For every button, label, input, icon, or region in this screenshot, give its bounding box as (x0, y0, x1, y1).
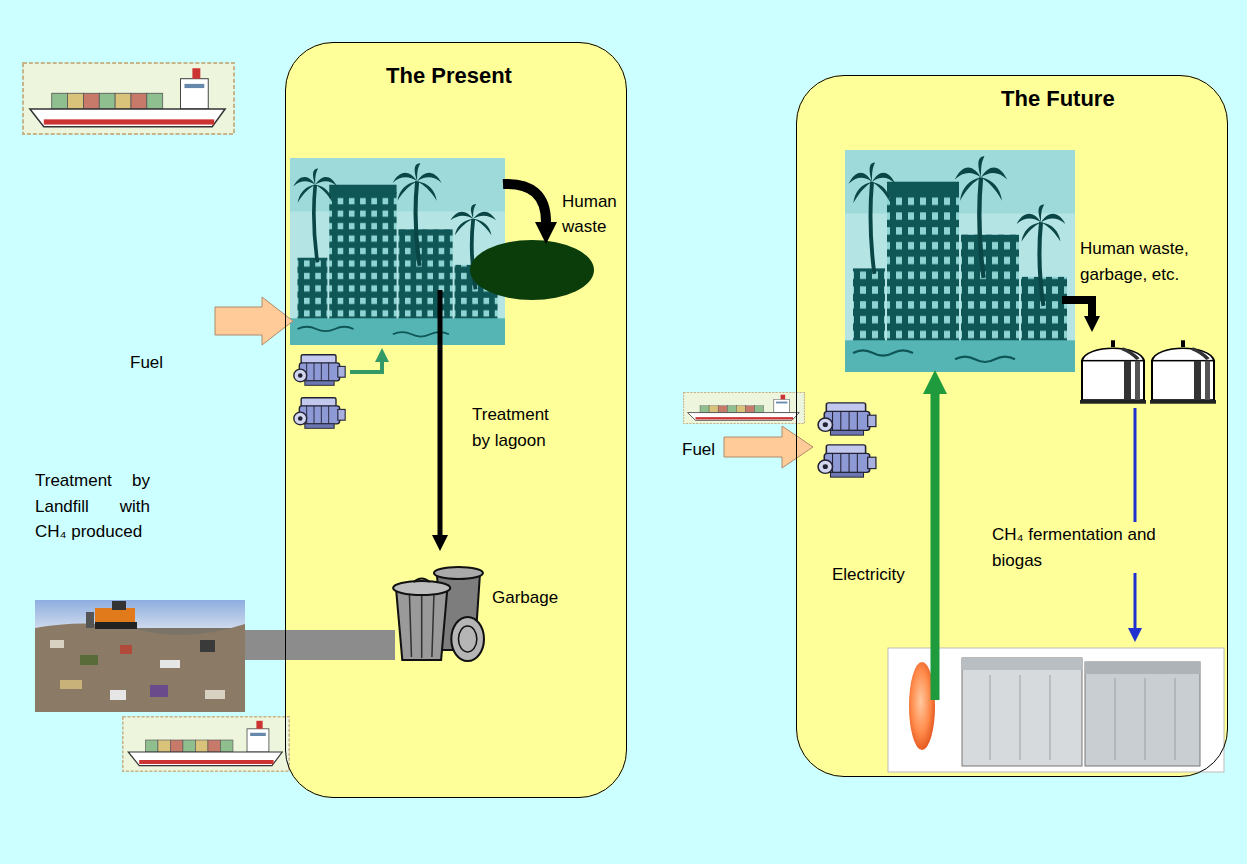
cargo-ship (684, 392, 805, 423)
landfill-photo (160, 660, 180, 668)
cargo-ship (23, 63, 234, 134)
label-text: Human waste, garbage, etc. (1080, 236, 1220, 287)
generator-photo (962, 658, 1082, 766)
garbage-cans (393, 567, 484, 661)
cargo-ship (123, 717, 289, 771)
generator-photo (1085, 662, 1200, 674)
scenario-panel: The Future (796, 75, 1228, 777)
label-text: Fuel (130, 350, 163, 376)
flow-arrow (503, 184, 546, 222)
flow-arrow (1062, 300, 1092, 316)
fuel-arrow (724, 426, 813, 468)
biogas-tank (1150, 340, 1216, 403)
generator-photo (990, 675, 1175, 760)
panel-fill (285, 42, 627, 798)
generator-photo (962, 658, 1082, 670)
power-arrow (350, 362, 382, 372)
label-text: Garbage (492, 585, 558, 611)
landfill-photo (200, 640, 215, 652)
label-text: Electricity (832, 562, 905, 588)
landfill-photo (35, 623, 245, 712)
label-text: Fuel (682, 437, 715, 463)
panel-title: The Future (1001, 86, 1115, 112)
landfill-photo (86, 612, 94, 628)
power-arrow (931, 394, 940, 700)
biogas-tank (1080, 340, 1146, 403)
landfill-photo (35, 600, 245, 712)
landfill-photo (120, 645, 132, 654)
engine-icon (294, 398, 345, 429)
landfill-photo (110, 690, 126, 700)
panel-fill (796, 75, 1228, 777)
scenario-panel: The Present (285, 42, 627, 798)
landfill-photo (95, 622, 137, 629)
generator-photo (1085, 662, 1200, 766)
landfill-photo (112, 601, 126, 610)
label-text: Treatment by lagoon (472, 402, 564, 453)
biogas-arrow (1134, 408, 1137, 628)
city-picture (845, 150, 1075, 372)
landfill-photo (95, 608, 135, 624)
label-text: CH₄ fermentation and biogas (990, 522, 1184, 573)
landfill-photo (205, 690, 225, 699)
lagoon-pond (470, 240, 594, 300)
landfill-photo (80, 655, 98, 665)
landfill-photo (35, 600, 245, 712)
label-text: Human waste (562, 190, 624, 239)
landfill-photo (150, 685, 168, 697)
flow-arrow (438, 290, 443, 535)
landfill-photo (60, 680, 82, 689)
landfill-photo (35, 600, 245, 628)
engine-icon (818, 403, 876, 435)
engine-icon (818, 445, 876, 477)
engine-icon (294, 355, 345, 386)
landfill-photo (50, 640, 64, 648)
panel-title: The Present (386, 63, 512, 89)
label-text: Treatment by Landfill with CH₄ produced (35, 468, 150, 545)
landfill-link-bar (245, 630, 395, 660)
fuel-arrow (215, 297, 293, 345)
city-picture (290, 158, 505, 345)
